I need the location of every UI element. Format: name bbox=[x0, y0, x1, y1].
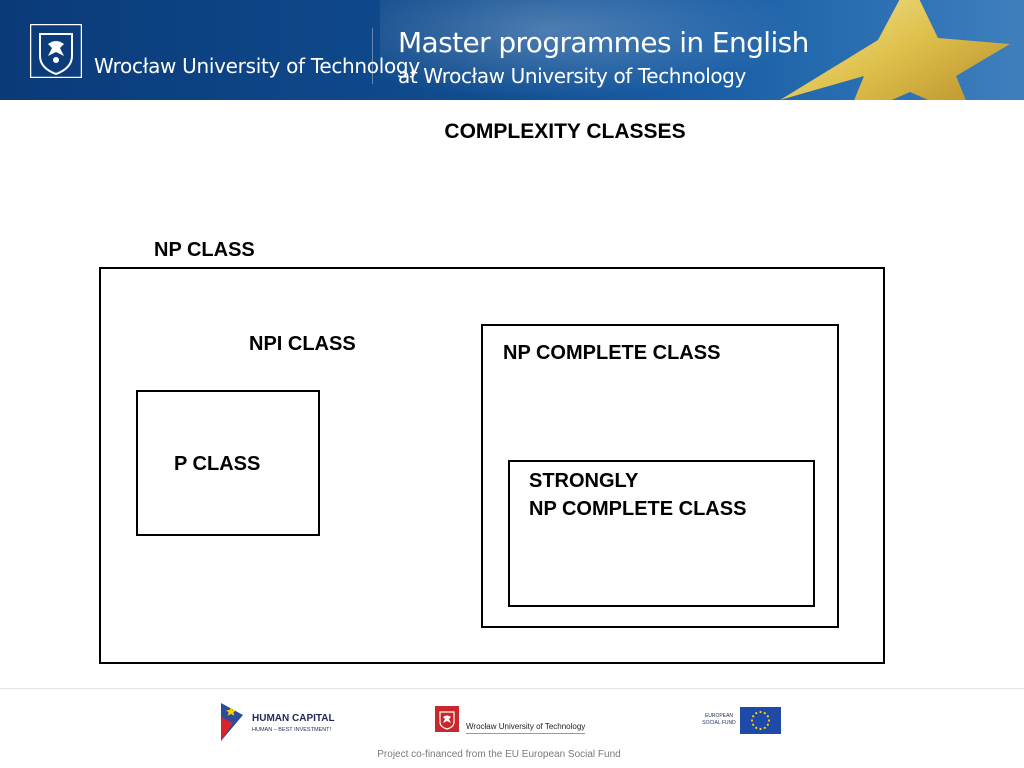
strongly-np-complete-class-box bbox=[508, 460, 815, 607]
np-class-label: NP CLASS bbox=[154, 239, 255, 261]
slide-title: COMPLEXITY CLASSES bbox=[444, 120, 686, 143]
cofinanced-note: Project co-financed from the EU European… bbox=[377, 749, 621, 760]
programme-subtitle: at Wrocław University of Technology bbox=[398, 64, 746, 88]
eu-flag-icon bbox=[740, 707, 781, 734]
star-icon bbox=[780, 0, 1010, 100]
p-class-label: P CLASS bbox=[174, 453, 261, 475]
np-complete-class-label: NP COMPLETE CLASS bbox=[503, 342, 721, 364]
strongly-label: STRONGLY bbox=[529, 470, 639, 492]
p-class-box bbox=[136, 390, 320, 536]
npi-class-label: NPI CLASS bbox=[249, 333, 356, 355]
header-banner: Wrocław University of Technology Master … bbox=[0, 0, 1024, 100]
eagle-logo-icon bbox=[30, 24, 82, 78]
human-capital-logo-icon bbox=[221, 703, 243, 741]
banner-shine bbox=[380, 0, 800, 100]
university-name: Wrocław University of Technology bbox=[94, 54, 420, 78]
footer-university-name: Wrocław University of Technology bbox=[466, 722, 586, 734]
footer-divider bbox=[0, 688, 1024, 689]
programme-title: Master programmes in English bbox=[398, 26, 809, 59]
human-capital-subtext: HUMAN – BEST INVESTMENT! bbox=[252, 727, 332, 733]
human-capital-text: HUMAN CAPITAL bbox=[252, 713, 335, 724]
esf-label: EUROPEAN SOCIAL FUND bbox=[702, 713, 736, 726]
strongly-np-complete-label: NP COMPLETE CLASS bbox=[529, 498, 747, 520]
header-divider bbox=[372, 28, 373, 84]
wut-eagle-logo-icon bbox=[435, 706, 459, 732]
